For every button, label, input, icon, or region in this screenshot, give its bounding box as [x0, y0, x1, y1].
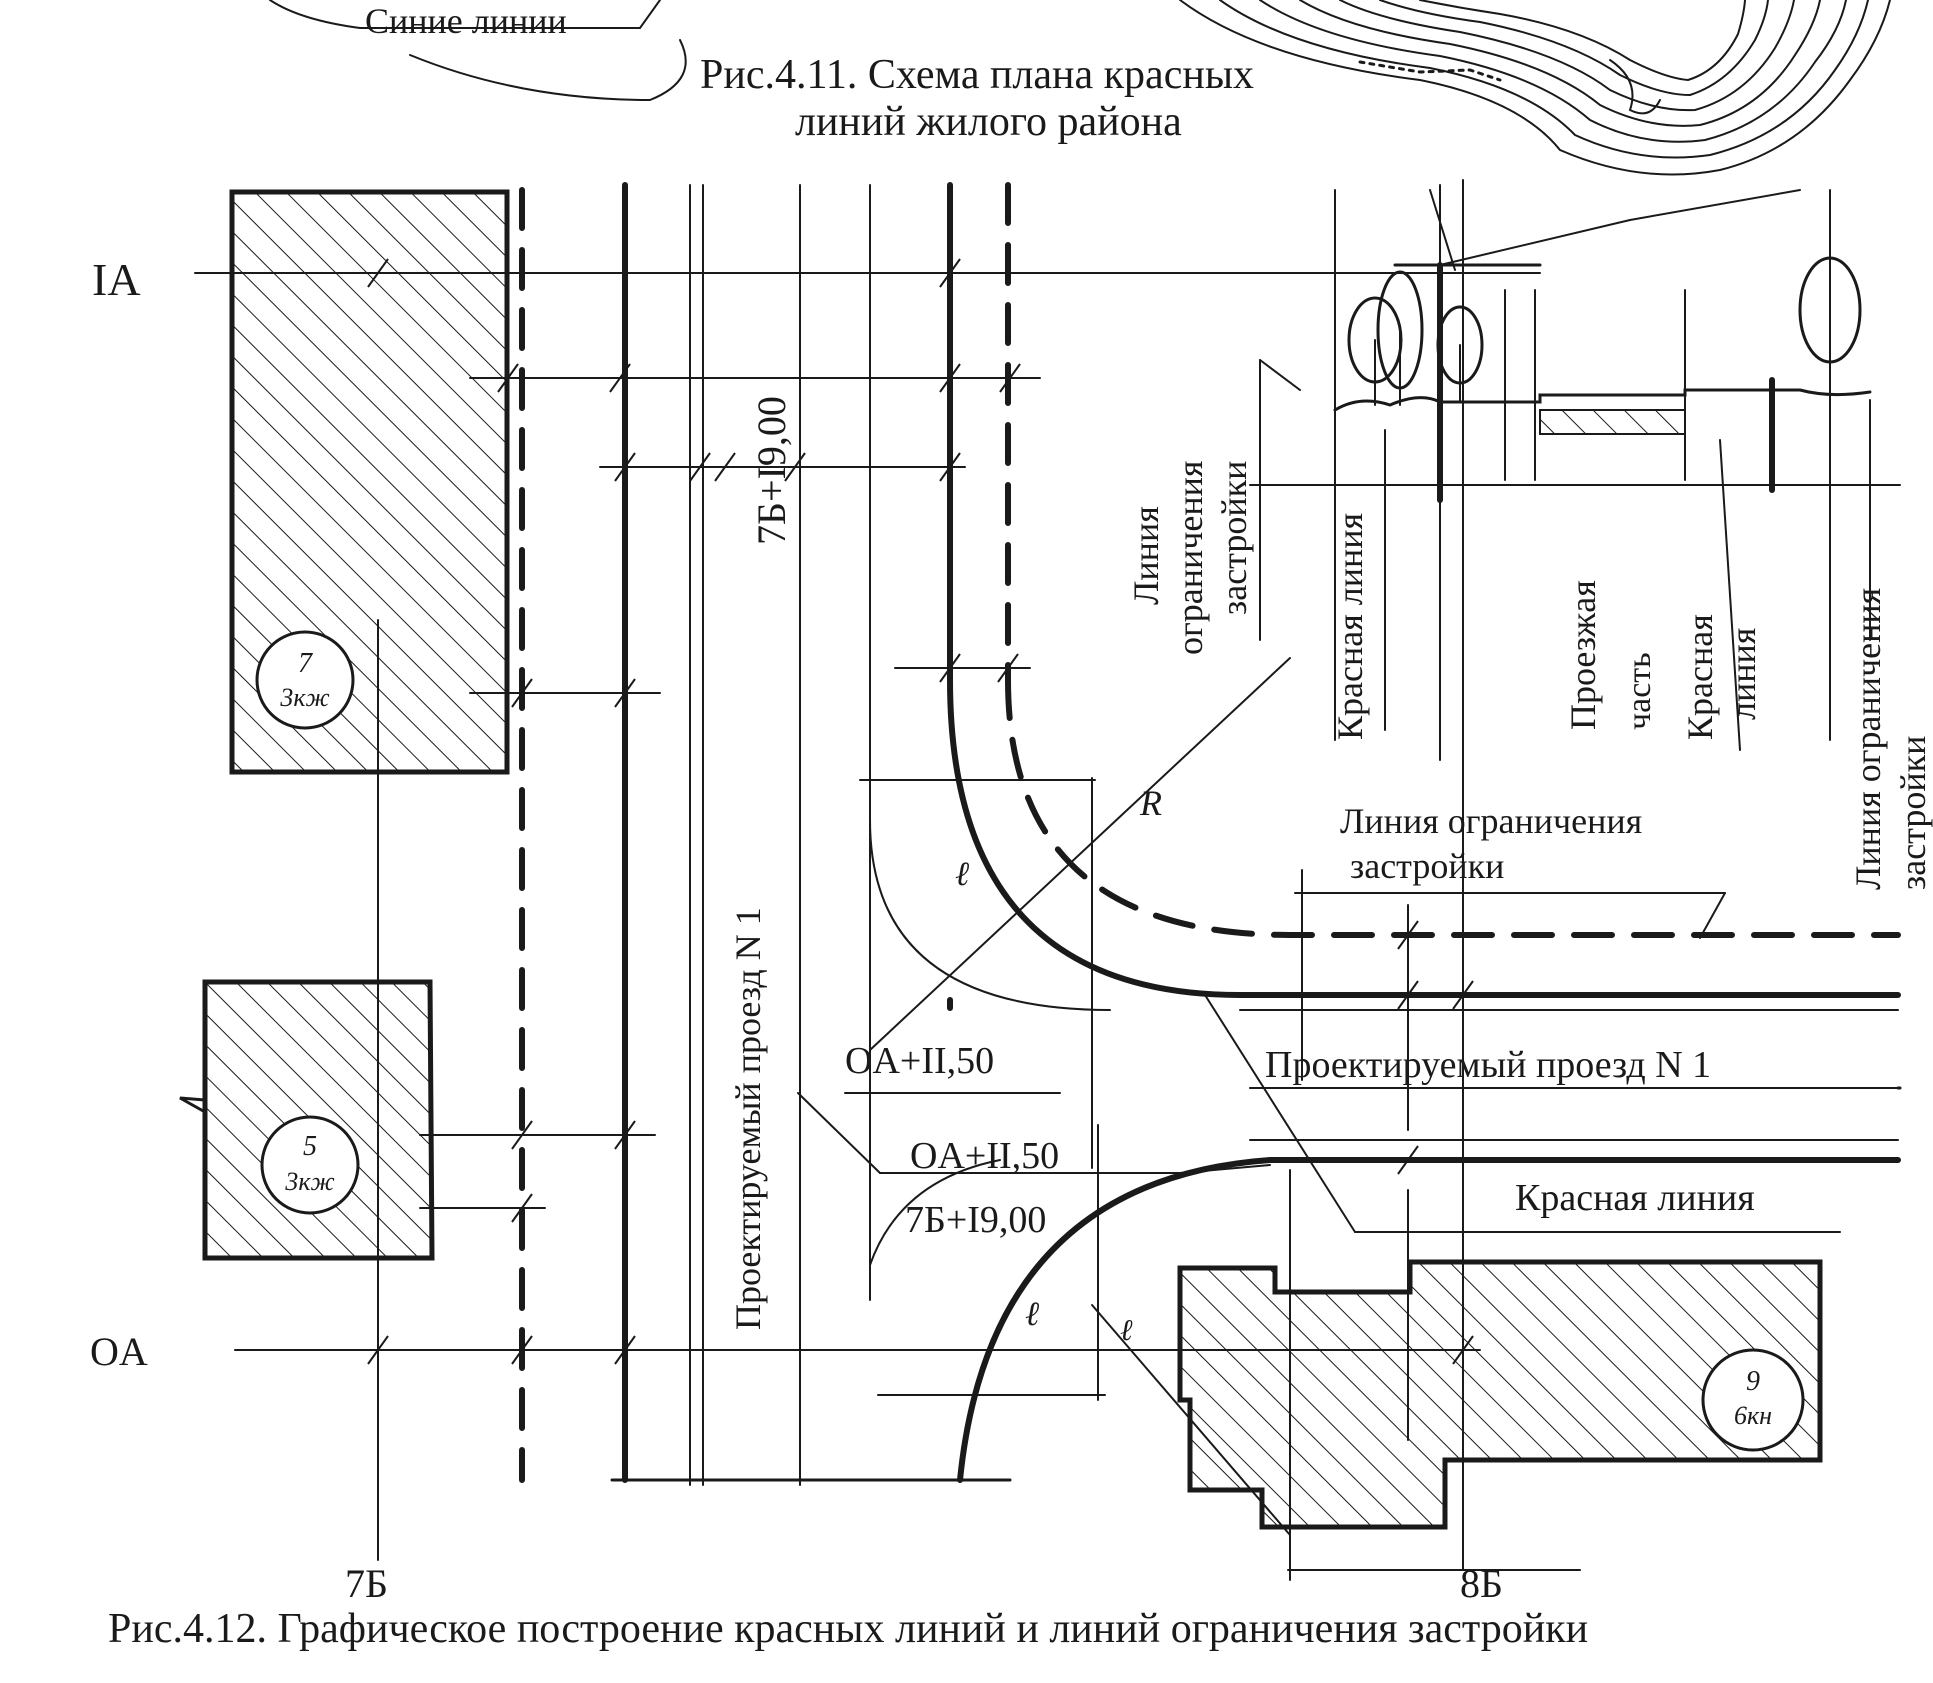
building-7: 7 3кж	[229, 189, 510, 775]
section-red-leader-right	[1719, 439, 1741, 751]
red-line-curve-top	[947, 677, 1901, 998]
radius-label-R: R	[1139, 783, 1162, 823]
mark-oa-2: OA+II,50	[910, 1135, 1059, 1177]
building-5-floors: 3кж	[284, 1167, 334, 1196]
corner-curves	[859, 657, 1902, 1581]
coordinate-leaders	[797, 1092, 1271, 1174]
fig411-fragment: Синие линии Рис.4.11. Схема плана красны…	[269, 0, 1891, 176]
setback-label-leader	[1699, 892, 1726, 939]
radius-label-r1: ℓ	[955, 856, 969, 893]
axis-label-1a: IA	[92, 254, 141, 305]
road-label-horizontal: Проектируемый проезд N 1	[1265, 1044, 1711, 1086]
axis-label-0a: OA	[90, 1329, 148, 1374]
section-setback-left-1: Линия	[1126, 506, 1166, 605]
fig412-caption: Рис.4.12. Графическое построение красных…	[108, 1606, 1588, 1652]
building-9-number: 9	[1746, 1366, 1760, 1397]
section-red-line-right-2: линия	[1723, 628, 1763, 720]
building-7-marker	[255, 630, 355, 730]
setback-label-2: застройки	[1350, 846, 1504, 886]
building-9-marker	[1701, 1348, 1805, 1452]
plan-labels: 7Б+I9,00 Проектируемый проезд N 1 Проект…	[728, 396, 1755, 1347]
radius-label-r3: ℓ	[1120, 1314, 1133, 1347]
building-5-marker	[260, 1115, 360, 1215]
grid-axes: IA OA 7Б 8Б	[90, 179, 1541, 1606]
section-setback-right-2: застройки	[1893, 736, 1933, 890]
section-carriageway-1: Проезжая	[1563, 580, 1603, 730]
radius-diagonal-R	[869, 657, 1291, 1051]
axis-label-8b: 8Б	[1460, 1561, 1503, 1606]
building-7-floors: 3кж	[279, 683, 329, 712]
section-setback-right-1: Линия ограничения	[1848, 588, 1888, 890]
dimension-lines	[367, 258, 1474, 1365]
vertical-road	[519, 182, 1012, 1486]
building-5-entry	[179, 1096, 207, 1114]
building-5-number: 5	[303, 1131, 317, 1162]
section-carriageway-2: часть	[1621, 652, 1658, 730]
mark-7b-bottom: 7Б+I9,00	[905, 1199, 1046, 1241]
section-red-line-right-1: Красная	[1680, 614, 1720, 740]
setback-label-1: Линия ограничения	[1340, 801, 1642, 841]
radius-label-r2: ℓ	[1025, 1296, 1039, 1333]
road-label-vertical: Проектируемый проезд N 1	[728, 907, 768, 1330]
section-surface	[1333, 388, 1872, 412]
radius-diagonal-bottom	[1091, 1304, 1291, 1536]
section-red-line-left: Красная линия	[1330, 513, 1370, 740]
red-line-label-bottom: Красная линия	[1515, 1177, 1755, 1219]
section-setback-left-3: застройки	[1214, 461, 1254, 615]
blue-lines-label: Синие линии	[365, 1, 567, 41]
mark-oa-1: OA+II,50	[845, 1040, 994, 1082]
construction-arc-bottom	[869, 1159, 1001, 1266]
setback-curve-top	[1005, 677, 1901, 938]
leader-oa-1	[797, 1092, 881, 1174]
fig411-caption-line2: линий жилого района	[795, 99, 1182, 145]
blue-lines-leader	[269, 0, 661, 29]
section-labels: Линия ограничения застройки Красная лини…	[1126, 461, 1933, 890]
mark-7b-top: 7Б+I9,00	[749, 396, 794, 545]
contour-lines	[1179, 0, 1891, 176]
section-setback-left-2: ограничения	[1170, 461, 1210, 655]
street-cross-section	[1249, 184, 1901, 761]
building-7-number: 7	[298, 648, 313, 679]
building-9-footprint	[1177, 1259, 1823, 1530]
section-leader	[1439, 219, 1631, 266]
axis-label-7b: 7Б	[345, 1561, 388, 1606]
building-9-floors: 6кн	[1734, 1401, 1772, 1430]
blue-line-curve	[409, 39, 687, 102]
carriageway-curve	[869, 819, 1111, 1011]
red-line-leader	[1204, 994, 1356, 1233]
section-carriageway-hatch	[1539, 409, 1686, 435]
fig411-caption-line1: Рис.4.11. Схема плана красных	[700, 52, 1254, 98]
building-9: 9 6кн	[1177, 1259, 1823, 1530]
building-5: 5 3кж	[179, 979, 435, 1261]
